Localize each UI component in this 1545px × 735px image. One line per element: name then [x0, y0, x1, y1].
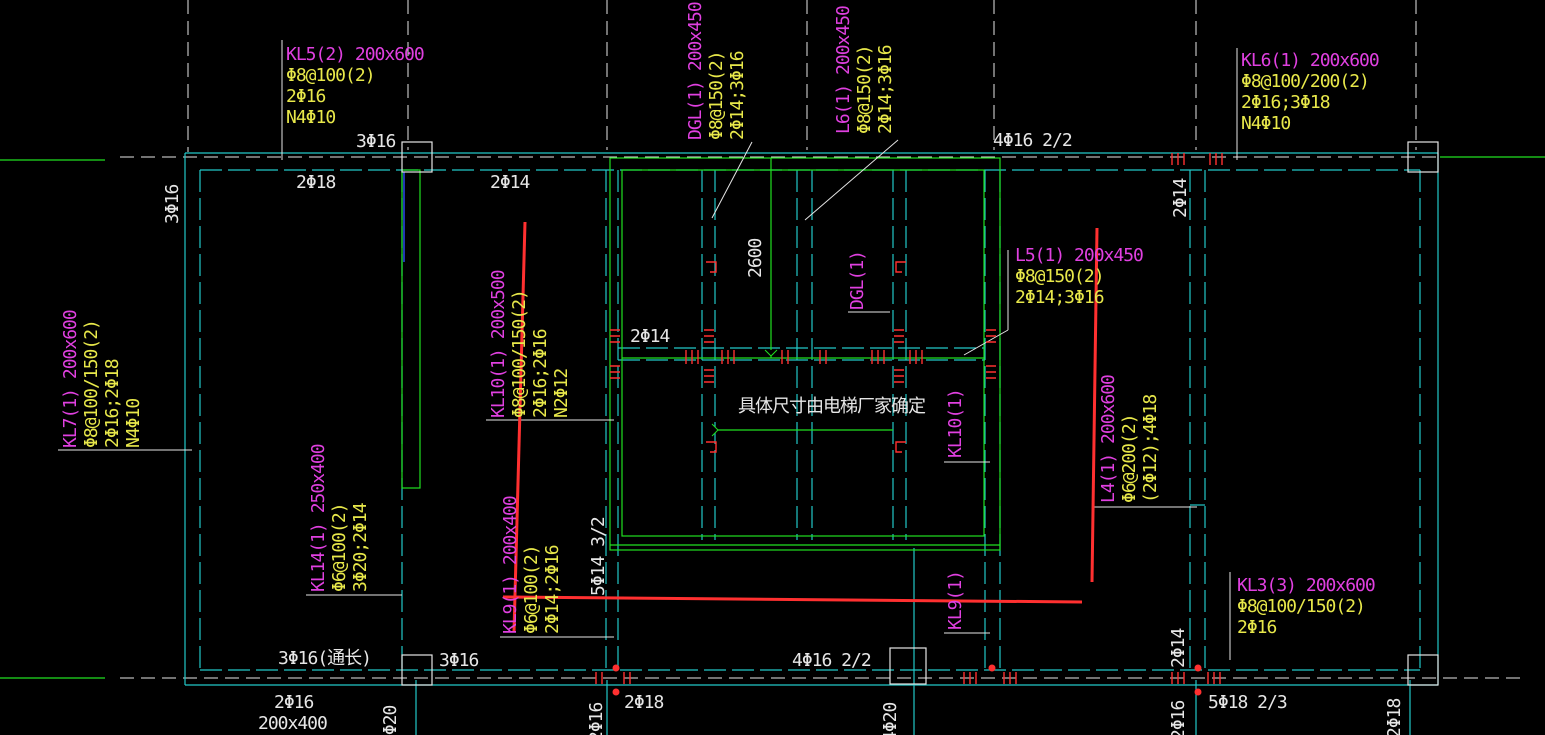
- beam-label-kl10: KL10(1) 200x500 Φ8@100/150(2) 2Φ16;2Φ16 …: [488, 270, 572, 418]
- waist-rebar-spec: N2Φ12: [551, 368, 572, 418]
- rebar-below-5phi18: 5Φ18 2/3: [1208, 692, 1288, 713]
- rebar-spec: 2Φ14;2Φ16: [542, 545, 563, 634]
- waist-rebar-spec: N4Φ10: [286, 107, 336, 128]
- beam-ref-kl9: KL9(1): [945, 570, 966, 630]
- rebar-below-2phi16: 2Φ16: [274, 692, 314, 713]
- rebar-left-3phi16: 3Φ16: [162, 184, 183, 224]
- stirrup-spec: Φ6@200(2): [1119, 414, 1140, 503]
- beam-name: L4(1) 200x600: [1098, 375, 1119, 503]
- beam-name: KL5(2) 200x600: [286, 44, 425, 65]
- beam-name: DGL(1) 200x450: [685, 2, 706, 140]
- waist-rebar-spec: N4Φ10: [1241, 113, 1291, 134]
- beam-name: L6(1) 200x450: [833, 6, 854, 134]
- stirrup-spec: Φ8@150(2): [1015, 266, 1105, 287]
- rebar-spec: 2Φ14;3Φ16: [727, 51, 748, 140]
- rebar-right-2phi14: 2Φ14: [1170, 178, 1191, 218]
- rebar-spec: 2Φ16: [1237, 617, 1277, 638]
- rebar-mid-2phi14: 2Φ14: [630, 326, 670, 347]
- columns: [401, 141, 1439, 686]
- beam-label-kl5: KL5(2) 200x600 Φ8@100(2) 2Φ16 N4Φ10: [286, 44, 425, 128]
- beam-name: KL9(1) 200x400: [500, 496, 521, 634]
- stirrup-spec: Φ8@150(2): [706, 51, 727, 140]
- beam-label-kl14: KL14(1) 250x400 Φ6@100(2) 3Φ20;2Φ14: [308, 444, 371, 592]
- grid-lines: [120, 0, 1520, 679]
- beam-label-l6: L6(1) 200x450 Φ8@150(2) 2Φ14;3Φ16: [833, 6, 896, 134]
- beam-name: KL10(1) 200x500: [488, 270, 509, 418]
- beam-ref-kl10: KL10(1): [945, 389, 966, 458]
- stirrup-spec: Φ8@100/150(2): [509, 290, 530, 418]
- beam-label-l4: L4(1) 200x600 Φ6@200(2) (2Φ12);4Φ18: [1098, 375, 1161, 503]
- rebar-below-4phi20: 4Φ20: [880, 702, 901, 735]
- rebar-bottom-4phi16: 4Φ16 2/2: [792, 650, 872, 671]
- stirrup-spec: Φ8@100/150(2): [81, 320, 102, 448]
- beam-label-kl6: KL6(1) 200x600 Φ8@100/200(2) 2Φ16;3Φ18 N…: [1241, 50, 1380, 134]
- rebar-top-3phi16: 3Φ16: [356, 131, 396, 152]
- rebar-2phi18: 2Φ18: [296, 172, 336, 193]
- rebar-below-2phi18-b: 2Φ18: [1384, 698, 1405, 735]
- beam-label-l5: L5(1) 200x450 Φ8@150(2) 2Φ14;3Φ16: [1015, 245, 1144, 308]
- elevator-note: 具体尺寸由电梯厂家确定: [738, 396, 926, 417]
- beam-label-kl9: KL9(1) 200x400 Φ6@100(2) 2Φ14;2Φ16: [500, 496, 563, 634]
- beam-label-kl7: KL7(1) 200x600 Φ8@100/150(2) 2Φ16;2Φ18 N…: [60, 310, 144, 448]
- red-nodes: [612, 664, 1202, 696]
- rebar-spec: (2Φ12);4Φ18: [1140, 394, 1161, 503]
- beam-below-size: 200x400: [258, 713, 328, 734]
- beam-name: KL14(1) 250x400: [308, 444, 329, 592]
- rebar-spec: 2Φ14;3Φ16: [1015, 287, 1105, 308]
- rebar-col-5phi14: 5Φ14 3/2: [588, 517, 609, 596]
- stirrup-spec: Φ6@100(2): [521, 545, 542, 634]
- axis-lines: [184, 152, 1439, 735]
- rebar-spec: 2Φ16;3Φ18: [1241, 92, 1331, 113]
- rebar-below-3phi20: 3Φ20: [380, 705, 401, 735]
- rebar-spec: 2Φ14;3Φ16: [875, 45, 896, 134]
- rebar-spec: 3Φ20;2Φ14: [350, 503, 371, 592]
- beam-name: KL7(1) 200x600: [60, 310, 81, 448]
- stirrup-spec: Φ8@100/200(2): [1241, 71, 1370, 92]
- beam-label-dgl1: DGL(1) 200x450 Φ8@150(2) 2Φ14;3Φ16: [685, 2, 748, 140]
- red-markup-lines[interactable]: [502, 221, 1099, 633]
- rebar-bottom-3phi16-through: 3Φ16(通长): [278, 648, 372, 669]
- rebar-spec: 2Φ16: [286, 86, 326, 107]
- rebar-ticks: [595, 153, 1223, 684]
- beam-name: KL3(3) 200x600: [1237, 575, 1376, 596]
- rebar-2phi14: 2Φ14: [490, 172, 530, 193]
- rebar-below-2phi16-c: 2Φ16: [1168, 700, 1189, 735]
- waist-rebar-spec: N4Φ10: [123, 398, 144, 448]
- dim-height-2600: 2600: [745, 238, 766, 278]
- rebar-spec: 2Φ16;2Φ16: [530, 329, 551, 418]
- beam-name: L5(1) 200x450: [1015, 245, 1144, 266]
- stirrup-spec: Φ8@100(2): [286, 65, 376, 86]
- rebar-below-2phi18: 2Φ18: [624, 692, 664, 713]
- rebar-bottom-right-2phi14: 2Φ14: [1168, 628, 1189, 668]
- stirrup-spec: Φ8@150(2): [854, 45, 875, 134]
- stirrup-spec: Φ8@100/150(2): [1237, 596, 1366, 617]
- rebar-below-2phi16-b: 2Φ16: [586, 702, 607, 735]
- rebar-bottom-3phi16: 3Φ16: [439, 650, 479, 671]
- rebar-spec: 2Φ16;2Φ18: [102, 359, 123, 448]
- beam-label-kl3: KL3(3) 200x600 Φ8@100/150(2) 2Φ16: [1237, 575, 1376, 638]
- beam-name: KL6(1) 200x600: [1241, 50, 1380, 71]
- rebar-top-4phi16: 4Φ16 2/2: [993, 130, 1073, 151]
- stirrup-spec: Φ6@100(2): [329, 503, 350, 592]
- beam-ref-dgl1: DGL(1): [847, 250, 868, 310]
- elevator-dim-line: [711, 170, 892, 437]
